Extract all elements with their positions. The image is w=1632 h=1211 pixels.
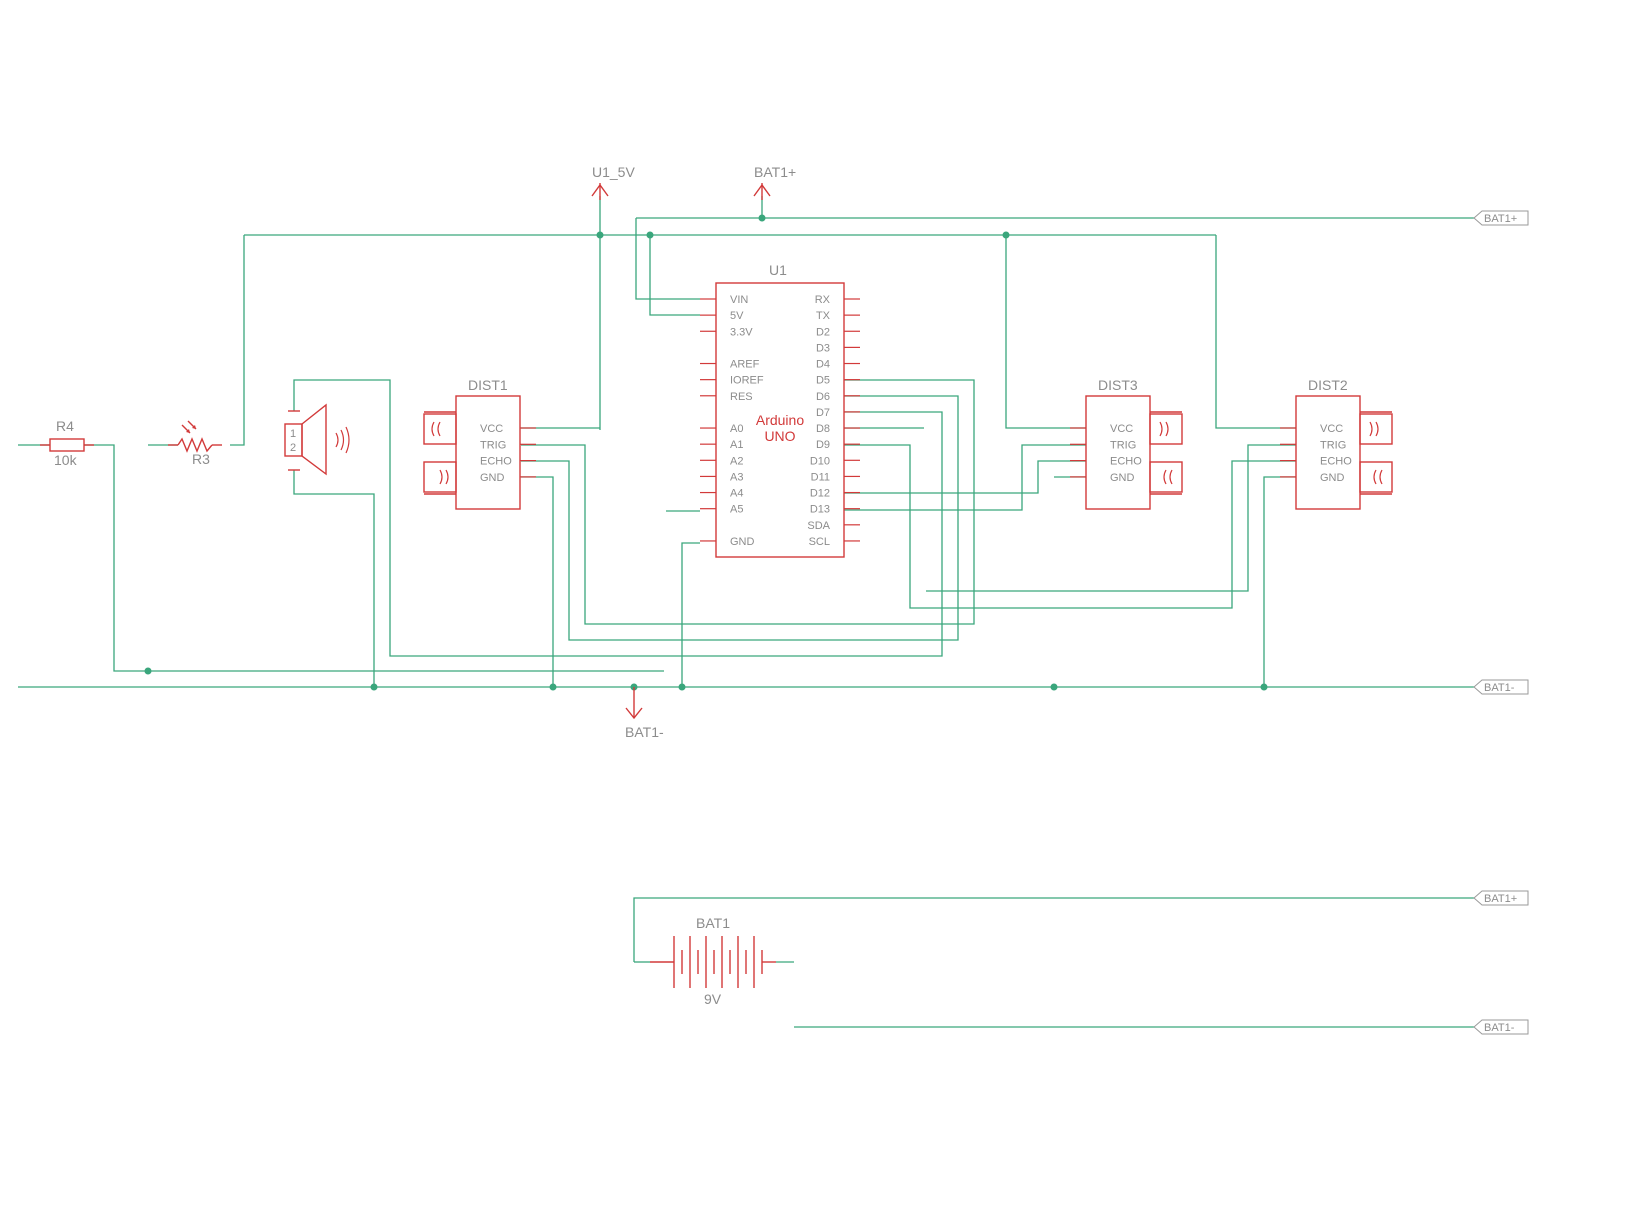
dist2-pins-vcc: VCC	[1320, 423, 1343, 435]
junction-dots	[144, 214, 1268, 691]
arduino-pin-5v: 5V	[730, 310, 744, 322]
arduino-pin-d7: D7	[816, 407, 830, 419]
arduino-pin-sda: SDA	[807, 520, 830, 532]
dist3-pins: VCC TRIG ECHO GND	[1070, 423, 1142, 484]
dist2-ref: DIST2	[1308, 377, 1348, 393]
resistor-r4: R4 10k	[40, 418, 94, 468]
arduino-pin-d3: D3	[816, 342, 830, 354]
bat1-ref: BAT1	[696, 915, 730, 931]
dist3-pins-gnd: GND	[1110, 472, 1135, 484]
speaker-pin-2: 2	[290, 442, 296, 454]
dist1-pins-vcc: VCC	[480, 423, 503, 435]
svg-text:BAT1-: BAT1-	[1484, 1022, 1515, 1034]
net-tag-bat-plus-top: BAT1+	[1473, 210, 1529, 226]
dist3-pins-trig: TRIG	[1110, 439, 1136, 451]
u1-ref: U1	[769, 262, 787, 278]
arduino-pin-a1: A1	[730, 439, 743, 451]
arduino-pin-rx: RX	[815, 294, 831, 306]
r3-ref: R3	[192, 451, 210, 467]
net-tag-bat-plus-bottom: BAT1+	[1473, 890, 1529, 906]
bat-plus-label: BAT1+	[754, 164, 796, 180]
dist3-pins-vcc: VCC	[1110, 423, 1133, 435]
dist2-pins-gnd: GND	[1320, 472, 1345, 484]
ultrasonic-dist2: DIST2 VCC TRIG ECHO GND	[1280, 377, 1393, 510]
arduino-pin-vin: VIN	[730, 294, 748, 306]
speaker-pin-1: 1	[290, 428, 296, 440]
arduino-pin-3-3v: 3.3V	[730, 326, 753, 338]
arduino-pin-res: RES	[730, 391, 753, 403]
r4-value: 10k	[54, 452, 78, 468]
arduino-pin-d13: D13	[810, 504, 830, 516]
arduino-pin-d11: D11	[811, 471, 830, 483]
arduino-pin-d4: D4	[816, 359, 830, 371]
u1-5v-label: U1_5V	[592, 164, 635, 180]
arduino-pin-a3: A3	[730, 471, 743, 483]
arduino-pin-d8: D8	[816, 423, 830, 435]
ultrasonic-dist3: DIST3 VCC TRIG ECHO GND	[1070, 377, 1183, 510]
dist2-pins-echo: ECHO	[1320, 456, 1352, 468]
ldr-r3: R3	[168, 420, 222, 467]
net-tag-bat-minus-bottom: BAT1-	[1473, 1019, 1529, 1035]
power-symbol-u1-5v: U1_5V	[591, 164, 635, 200]
svg-text:BAT1-: BAT1-	[1484, 682, 1515, 694]
arduino-pin-d10: D10	[810, 455, 830, 467]
wires	[18, 196, 1474, 1028]
arduino-pin-a0: A0	[730, 423, 743, 435]
dist1-pins-echo: ECHO	[480, 456, 512, 468]
arduino-pin-tx: TX	[816, 310, 831, 322]
svg-text:BAT1+: BAT1+	[1484, 213, 1517, 225]
dist1-pins: VCC TRIG ECHO GND	[480, 423, 536, 484]
ultrasonic-dist1: DIST1 VCC TRIG ECHO GND	[423, 377, 536, 510]
bat1-value: 9V	[704, 991, 722, 1007]
net-tag-bat-minus-mid: BAT1-	[1473, 679, 1529, 695]
arduino-pin-d12: D12	[810, 488, 830, 500]
power-symbol-bat-minus: BAT1-	[625, 687, 664, 740]
svg-text:BAT1+: BAT1+	[1484, 893, 1517, 905]
arduino-pin-d6: D6	[816, 391, 830, 403]
r4-ref: R4	[56, 418, 74, 434]
dist3-ref: DIST3	[1098, 377, 1138, 393]
arduino-pin-a2: A2	[730, 455, 743, 467]
dist2-pins-trig: TRIG	[1320, 439, 1346, 451]
arduino-pin-d5: D5	[816, 375, 830, 387]
dist1-ref: DIST1	[468, 377, 508, 393]
bat-minus-label: BAT1-	[625, 724, 664, 740]
arduino-pin-scl: SCL	[809, 536, 830, 548]
battery-bat1: BAT1 9V	[650, 915, 776, 1007]
dist3-pins-echo: ECHO	[1110, 456, 1142, 468]
arduino-uno-u1: U1 Arduino UNO VIN 5V 3.3V AREF IOREF RES A0A1…	[700, 262, 860, 558]
dist2-pins: VCC TRIG ECHO GND	[1280, 423, 1352, 484]
arduino-pin-a4: A4	[730, 488, 743, 500]
dist1-pins-trig: TRIG	[480, 439, 506, 451]
arduino-label-line1: Arduino	[756, 412, 804, 428]
speaker: 1 2	[284, 403, 350, 476]
arduino-label-line2: UNO	[764, 428, 795, 444]
arduino-pin-d9: D9	[816, 439, 830, 451]
power-symbol-bat-plus: BAT1+	[753, 164, 796, 200]
dist1-pins-gnd: GND	[480, 472, 505, 484]
arduino-pin-d2: D2	[816, 326, 830, 338]
arduino-pin-gnd: GND	[730, 536, 755, 548]
arduino-pin-ioref: IOREF	[730, 375, 764, 387]
arduino-pin-aref: AREF	[730, 359, 760, 371]
arduino-pin-a5: A5	[730, 504, 743, 516]
